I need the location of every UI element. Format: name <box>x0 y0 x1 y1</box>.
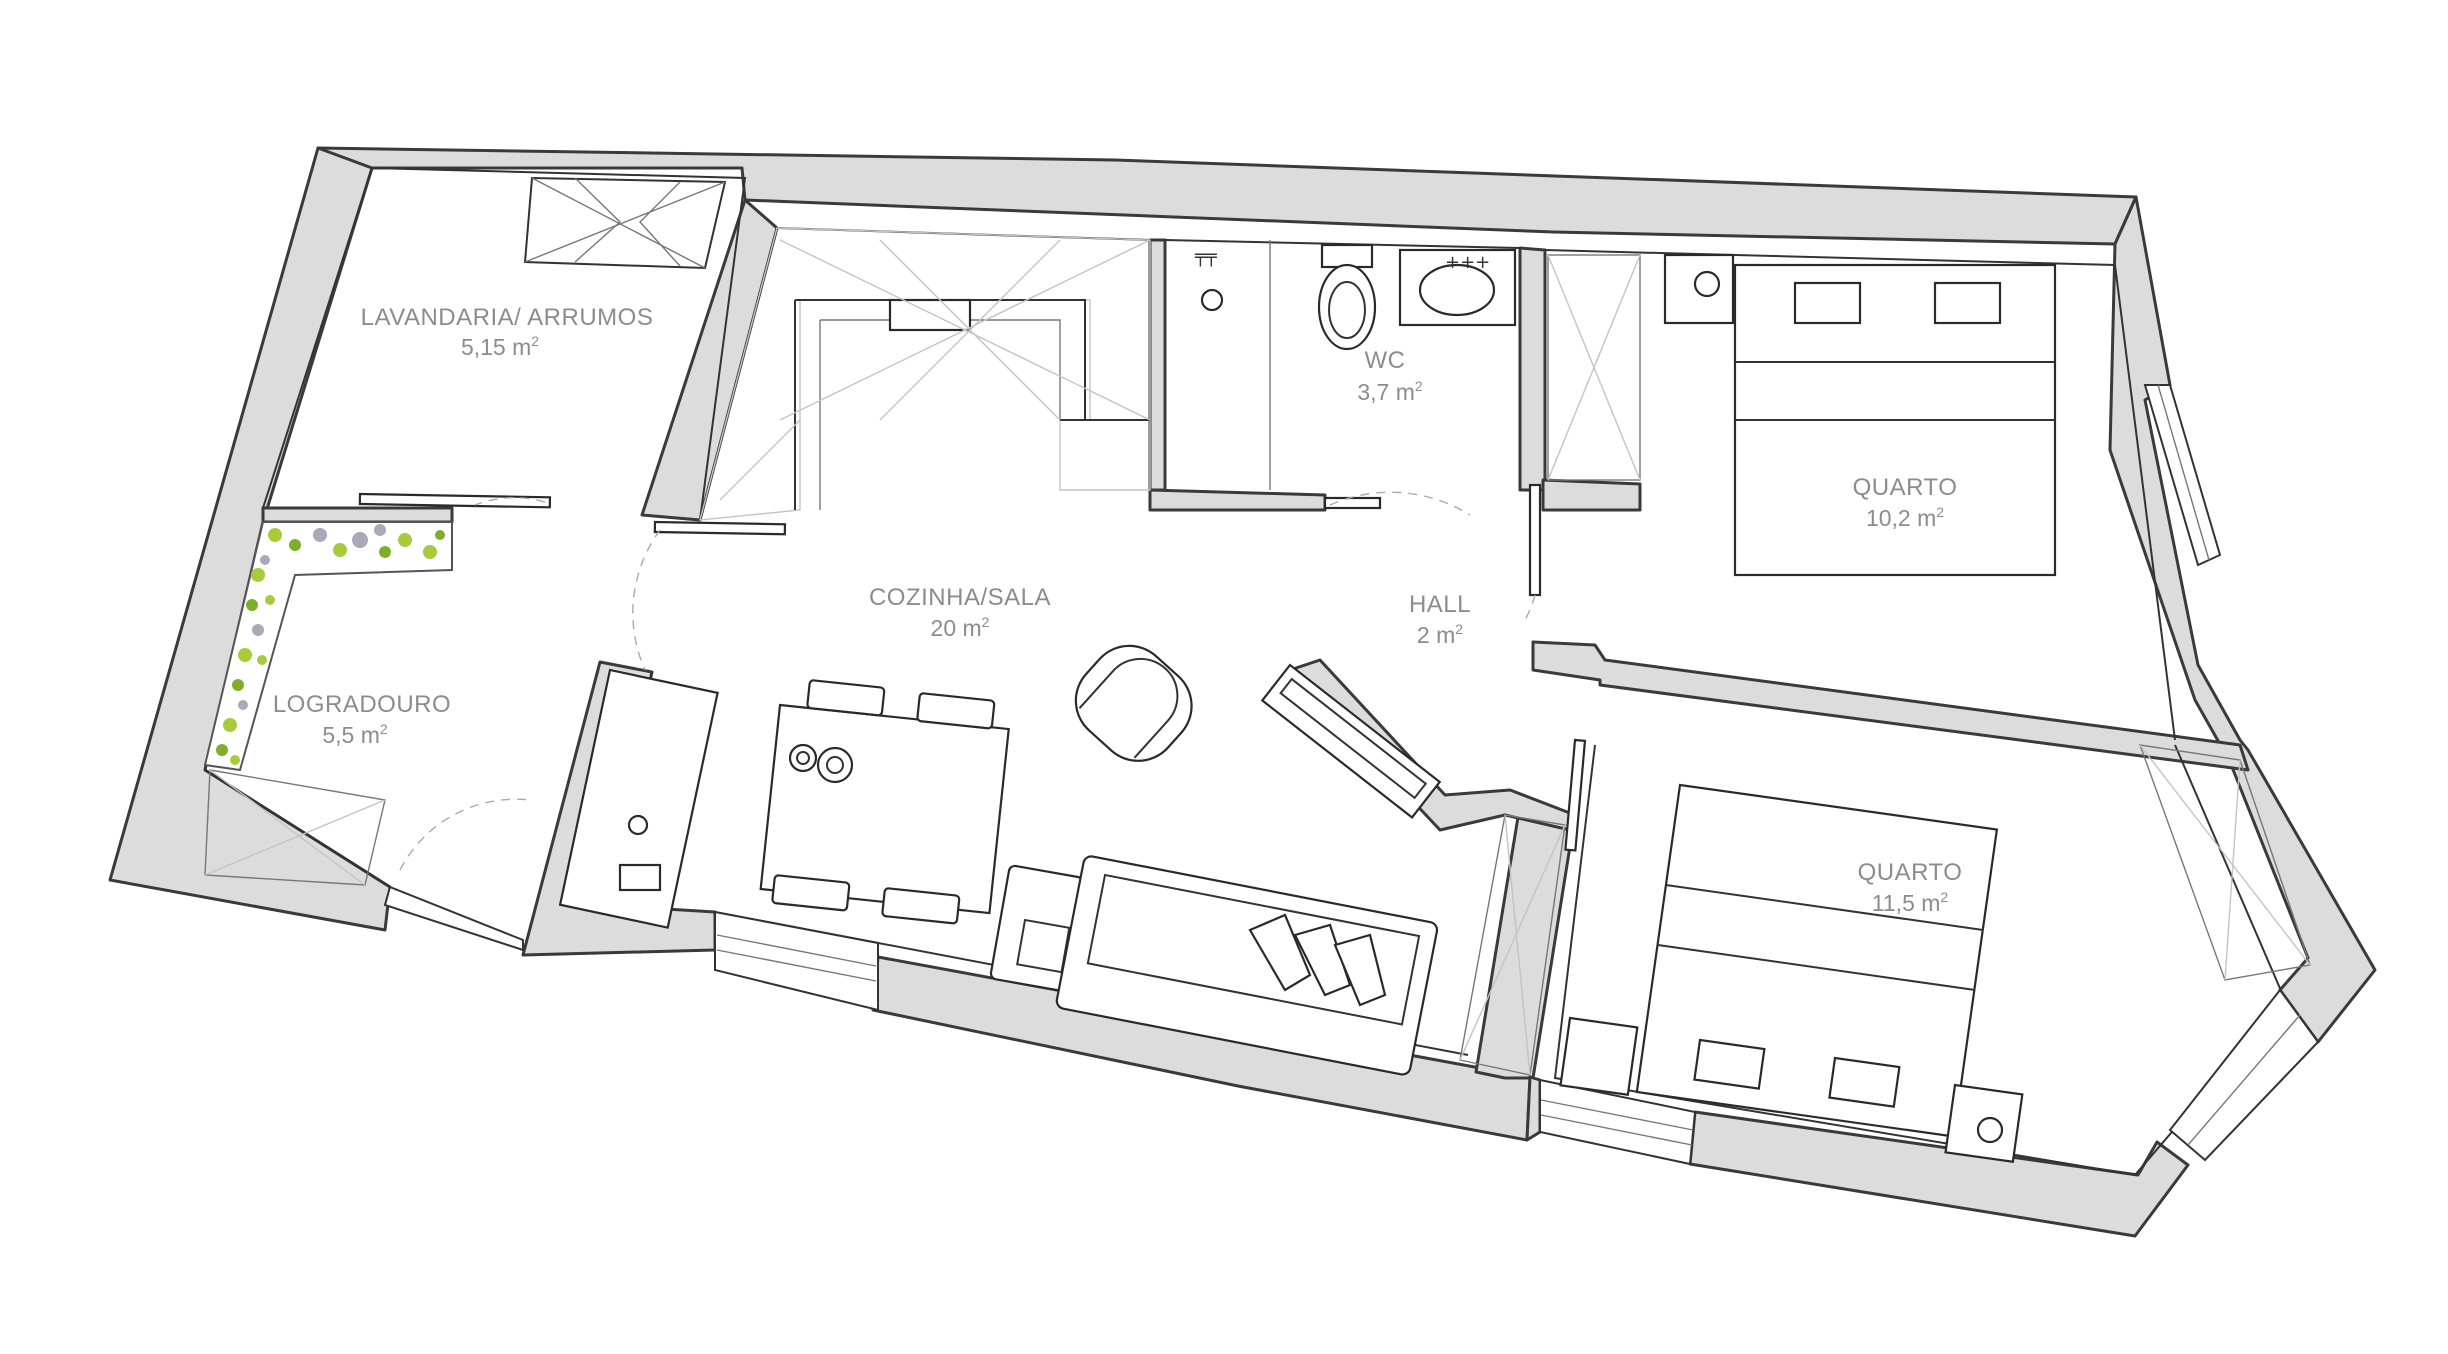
lamp-quarto1 <box>1693 270 1721 298</box>
washbasin <box>1418 263 1496 317</box>
door-wc[interactable] <box>1323 496 1382 510</box>
wall-east <box>2108 195 2377 1044</box>
door-logradouro-exit <box>383 885 524 952</box>
wall-quarto1-west <box>1541 478 1642 512</box>
planter <box>203 521 453 772</box>
wc-fixtures: +++ ╤╤ <box>1194 240 1517 490</box>
dining-chairs <box>771 679 996 925</box>
pillow-4 <box>1828 1056 1901 1108</box>
wall-quarto2-south <box>1525 1075 1542 1142</box>
kitchen <box>558 227 1151 929</box>
area-cozinha: 20 m2 <box>931 614 990 641</box>
wall-wc-east <box>1518 246 1547 492</box>
shower-drain <box>1200 288 1224 312</box>
label-hall: HALL <box>1409 591 1471 618</box>
door-kitchen[interactable] <box>653 520 787 536</box>
area-hall: 2 m2 <box>1417 621 1463 648</box>
closets <box>204 254 2311 1076</box>
area-quarto2: 11,5 m2 <box>1872 889 1949 916</box>
plate-icon <box>788 743 818 773</box>
pillow-3 <box>1693 1038 1766 1090</box>
wall-wc-west <box>1148 238 1167 492</box>
label-cozinha: COZINHA/SALA <box>869 584 1051 611</box>
toilet-bowl <box>1317 263 1377 351</box>
vegetation <box>203 521 453 772</box>
window-south-quarto2 <box>1539 1078 1697 1166</box>
pillow-2 <box>1933 281 2002 325</box>
kitchen-counter-south <box>558 668 719 929</box>
wall-wc-south <box>1148 488 1327 512</box>
label-wc: WC <box>1365 347 1406 374</box>
door-quarto1[interactable] <box>1528 483 1542 597</box>
area-wc: 3,7 m2 <box>1357 378 1423 405</box>
bed-quarto2 <box>1635 783 1999 1138</box>
wall-quartos <box>1531 640 2250 772</box>
sink-basin <box>627 814 649 836</box>
windows <box>383 176 2320 1166</box>
room-labels: LAVANDARIA/ ARRUMOS 5,15 m2 LOGRADOURO 5… <box>273 304 1963 916</box>
kitchen-sink <box>888 298 972 332</box>
nightstand-quarto2a <box>1559 1016 1639 1097</box>
door-quarto2[interactable] <box>1564 738 1587 852</box>
cushions <box>1248 913 1387 1007</box>
tap-icon: +++ <box>1445 252 1490 273</box>
wall-logradouro-north <box>261 506 454 524</box>
label-lavandaria: LAVANDARIA/ ARRUMOS <box>361 304 654 331</box>
shower-tap-icon: ╤╤ <box>1194 246 1218 267</box>
tv-console <box>1260 663 1442 819</box>
label-quarto2: QUARTO <box>1858 859 1963 886</box>
toilet-tank <box>1320 243 1374 269</box>
armchair <box>1074 644 1193 762</box>
plate-icon-2 <box>816 746 854 784</box>
area-quarto1: 10,2 m2 <box>1866 504 1944 531</box>
window-lavandaria <box>523 176 727 270</box>
doors <box>358 483 1587 871</box>
quarto2-furniture <box>1559 783 2024 1164</box>
pillow-1 <box>1793 281 1862 325</box>
label-logradouro: LOGRADOURO <box>273 691 451 718</box>
area-logradouro: 5,5 m2 <box>322 721 388 748</box>
window-east-quarto1 <box>2143 384 2222 567</box>
sofa <box>1055 855 1439 1076</box>
plants <box>216 524 445 765</box>
window-south-living <box>714 910 879 1012</box>
living-furniture <box>759 644 1442 1076</box>
walls <box>108 146 2377 1238</box>
label-quarto1: QUARTO <box>1853 474 1958 501</box>
lamp-quarto2 <box>1976 1116 2004 1144</box>
quarto1-furniture <box>1663 253 2057 577</box>
cooktop <box>618 863 662 892</box>
window-east-quarto2 <box>2168 988 2320 1162</box>
door-lavandaria[interactable] <box>358 492 552 509</box>
area-lavandaria: 5,15 m2 <box>461 333 539 360</box>
